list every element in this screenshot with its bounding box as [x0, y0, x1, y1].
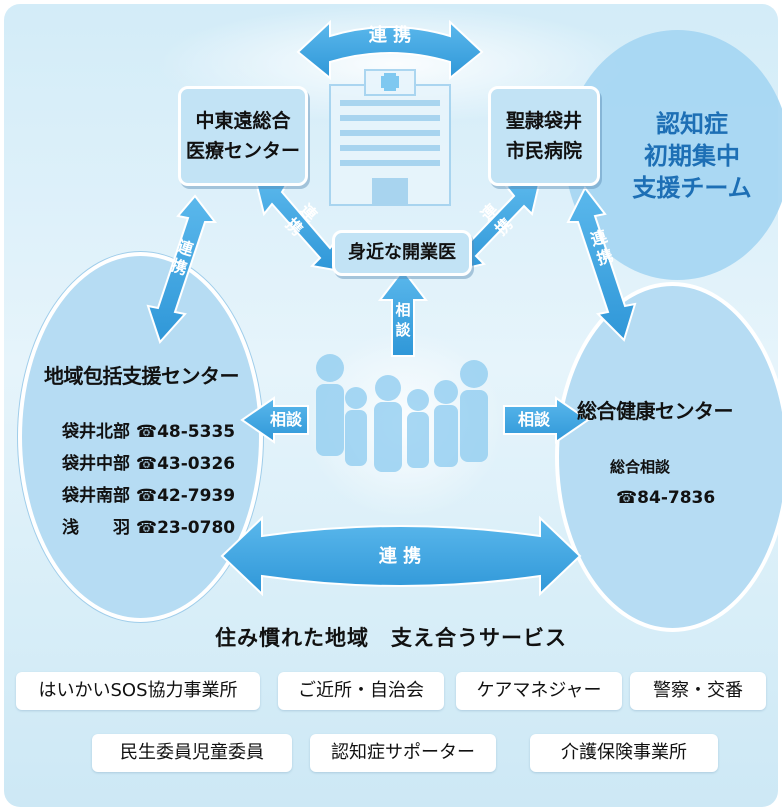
branch-row: 袋井中部 ☎43-0326	[62, 448, 235, 480]
service-tag: 警察・交番	[630, 672, 766, 710]
branch-tel: ☎23-0780	[135, 518, 236, 538]
team-label: 認知症 初期集中 支援チーム	[612, 108, 772, 204]
people-illustration	[305, 330, 505, 520]
service-tag: 介護保険事業所	[530, 734, 718, 772]
team-line2: 初期集中	[644, 142, 740, 170]
right-center-title: 総合健康センター	[577, 399, 734, 423]
branch-row: 袋井南部 ☎42-7939	[62, 480, 235, 512]
right-center-subtitle: 総合相談	[610, 458, 671, 476]
right-consult-label: 相談	[517, 410, 550, 429]
bottom-link-label: 連 携	[378, 546, 422, 567]
hospital-left-line1: 中東遠総合	[195, 110, 291, 132]
clinic-box: 身近な開業医	[332, 230, 472, 276]
team-line1: 認知症	[656, 110, 728, 138]
right-center-tel: ☎84-7836	[616, 488, 716, 508]
branch-name: 袋井中部	[62, 454, 130, 474]
clinic-label: 身近な開業医	[348, 242, 456, 263]
branch-name: 浅 羽	[62, 518, 130, 538]
top-link-label: 連 携	[368, 25, 412, 46]
branch-tel: ☎42-7939	[135, 486, 236, 506]
service-tag: 民生委員児童委員	[92, 734, 292, 772]
hospital-box-right: 聖隷袋井 市民病院	[488, 86, 600, 186]
hospital-left-line2: 医療センター	[185, 140, 300, 162]
branch-list: 袋井北部 ☎48-5335 袋井中部 ☎43-0326 袋井南部 ☎42-793…	[62, 416, 235, 544]
branch-name: 袋井南部	[62, 486, 130, 506]
branch-tel: ☎48-5335	[135, 422, 236, 442]
up-consult-label: 相談	[395, 301, 411, 339]
service-tag: 認知症サポーター	[310, 734, 496, 772]
branch-row: 袋井北部 ☎48-5335	[62, 416, 235, 448]
branch-tel: ☎43-0326	[135, 454, 236, 474]
team-line3: 支援チーム	[632, 174, 752, 202]
services-title: 住み慣れた地域 支え合うサービス	[215, 626, 567, 650]
service-tag: はいかいSOS協力事業所	[16, 672, 260, 710]
branch-name: 袋井北部	[62, 422, 130, 442]
hospital-right-line1: 聖隷袋井	[505, 110, 582, 132]
hospital-box-left: 中東遠総合 医療センター	[178, 86, 308, 186]
service-tag: ケアマネジャー	[456, 672, 622, 710]
branch-row: 浅 羽 ☎23-0780	[62, 512, 235, 544]
left-consult-label: 相談	[269, 410, 302, 429]
left-center-title: 地域包括支援センター	[44, 364, 240, 388]
service-tag: ご近所・自治会	[278, 672, 444, 710]
hospital-right-line2: 市民病院	[505, 140, 582, 162]
